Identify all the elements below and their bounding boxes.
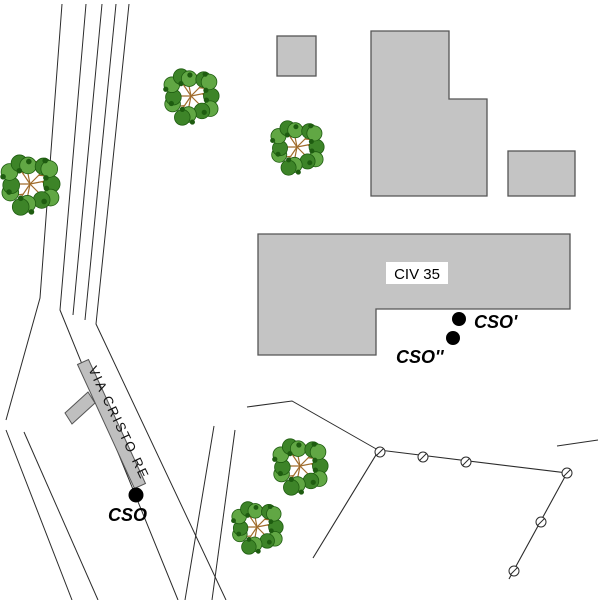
building-small-square <box>276 35 317 77</box>
building-civ35 <box>257 233 571 356</box>
wall-strip <box>76 358 147 490</box>
wall-stub <box>64 391 96 425</box>
fence-post-marker <box>374 446 386 458</box>
road-line <box>95 3 227 600</box>
tree <box>270 120 325 176</box>
point-cso-double-prime <box>446 331 460 345</box>
road-line <box>5 3 63 421</box>
fence-line <box>312 449 568 580</box>
civ35-label-bg <box>386 262 448 284</box>
road-line <box>59 3 179 600</box>
fence-post-marker <box>417 451 429 463</box>
road-line <box>72 3 103 316</box>
road-line <box>84 3 117 321</box>
tree <box>231 501 284 555</box>
buildings <box>257 30 576 356</box>
fence-post-marker <box>508 565 520 577</box>
tree <box>272 438 329 496</box>
road-line <box>211 429 236 600</box>
via-cristo-re-wall <box>64 358 147 490</box>
cso-prime-label: CSO' <box>474 312 518 332</box>
courtyard-edge-line <box>246 400 379 451</box>
cso-double-prime-label: CSO'' <box>396 347 444 367</box>
road-line <box>5 429 73 600</box>
survey-points <box>128 312 466 503</box>
fence-posts <box>374 446 573 577</box>
cso-label: CSO <box>108 505 147 525</box>
point-cso <box>128 487 144 503</box>
boundary-line <box>556 439 599 447</box>
point-cso-prime <box>452 312 466 326</box>
road-edge-lines <box>5 3 599 600</box>
tree <box>0 154 61 216</box>
building-top-right <box>370 30 488 197</box>
civ35-label-text: CIV 35 <box>394 266 440 283</box>
road-line <box>23 431 99 600</box>
fence-post-marker <box>460 456 472 468</box>
road-line <box>184 425 215 600</box>
trees <box>0 68 329 555</box>
fence-post-marker <box>561 467 573 479</box>
civ35-label: CIV 35 <box>386 262 448 284</box>
fence-post-marker <box>535 516 547 528</box>
fence <box>312 446 573 580</box>
building-right-small <box>507 150 576 197</box>
tree <box>163 68 220 126</box>
